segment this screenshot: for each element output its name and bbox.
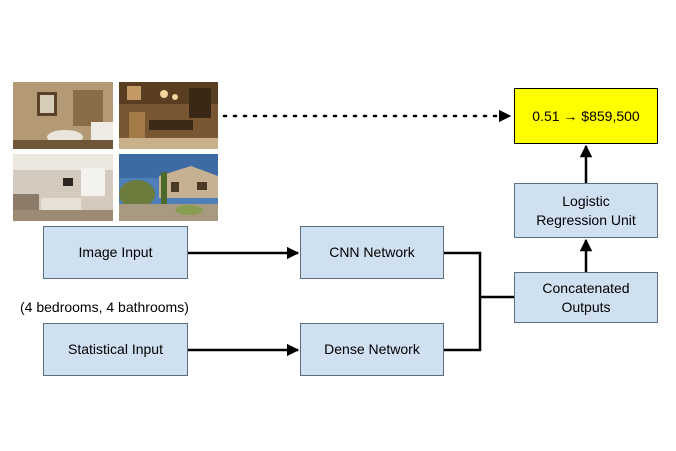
dense-network-box: Dense Network [300,323,444,376]
cnn-network-box: CNN Network [300,226,444,279]
kitchen-photo [119,82,218,149]
dense-to-merge-line [444,297,482,352]
bathroom-photo [13,82,113,149]
bedroom-photo [13,154,113,221]
exterior-photo [119,154,218,221]
prediction-output-box: 0.51 → $859,500 [514,88,658,144]
statistical-input-note: (4 bedrooms, 4 bathrooms) [20,299,189,315]
logistic-regression-unit-box: Logistic Regression Unit [514,183,658,238]
concatenated-outputs-box: Concatenated Outputs [514,272,658,323]
statistical-input-box: Statistical Input [43,323,188,376]
cnn-to-merge-line [444,251,482,297]
image-input-box: Image Input [43,226,188,279]
